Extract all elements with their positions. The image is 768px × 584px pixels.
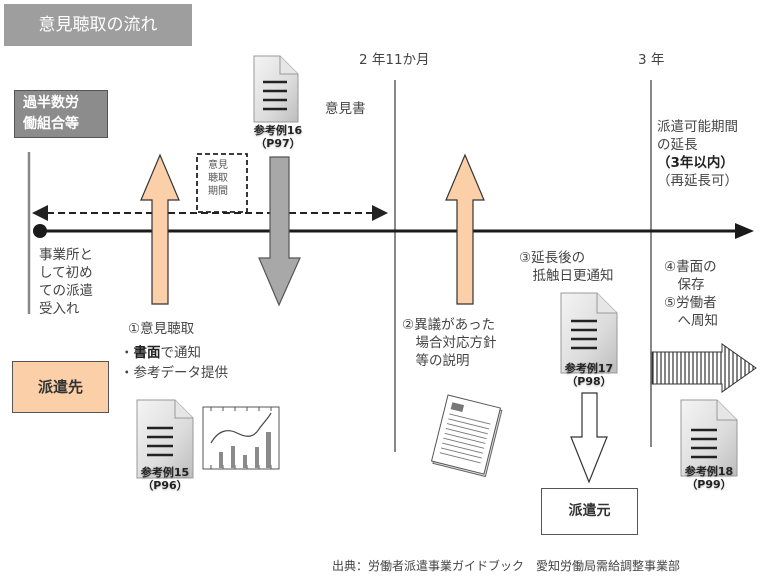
- bullet-mark: ・: [120, 365, 134, 381]
- chart-icon: [202, 406, 280, 470]
- doc-caption-p98: 参考例17 （P98）: [557, 362, 621, 388]
- step45-line2: 保存: [664, 277, 705, 293]
- timeline-start-dot: [33, 224, 47, 238]
- step1-bullet1-rest: で通知: [160, 345, 202, 361]
- marker-3y-label: 3 年: [638, 52, 665, 68]
- worker-notice-right-arrow: [651, 343, 757, 393]
- diagram-title: 意見聴取の流れ: [4, 4, 192, 46]
- step1-bullet2-text: 参考データ提供: [133, 365, 229, 381]
- step45-line1: ④書面の: [664, 259, 717, 275]
- extension-line3: （3年以内）: [657, 155, 734, 171]
- document-icon-p97: [253, 55, 299, 123]
- union-label-line1: 過半数労: [23, 95, 79, 111]
- doc-name-15: 参考例15: [140, 466, 190, 479]
- step1-bullet1: ・書面で通知: [120, 344, 201, 362]
- paper-stack-icon: [430, 394, 503, 478]
- union-label-line2: 働組合等: [23, 116, 79, 132]
- doc-page-97: （P97）: [255, 137, 301, 150]
- document-icon-p96: [136, 399, 194, 479]
- extension-line2: の延長: [657, 137, 698, 153]
- step1-bullet2: ・参考データ提供: [120, 364, 228, 382]
- doc-page-98: （P98）: [566, 375, 612, 388]
- doc-caption-p99: 参考例18 （P99）: [677, 465, 741, 491]
- doc-page-96: （P96）: [142, 479, 188, 492]
- source-credit: 出典：労働者派遣事業ガイドブック 愛知労働局需給調整事業部: [332, 559, 681, 573]
- start-label-line2: して初め: [39, 265, 93, 281]
- start-label-line1: 事業所と: [39, 247, 93, 263]
- step2-text: ②異議があった 場合対応方針 等の説明: [402, 316, 497, 370]
- start-label-line4: 受入れ: [39, 301, 80, 317]
- extension-text: 派遣可能期間 の延長 （3年以内） （再延長可）: [657, 118, 738, 190]
- step3-line1: ③延長後の: [519, 250, 586, 266]
- majority-union-box: 過半数労 働組合等: [14, 90, 108, 138]
- period-box-label: 意見 聴取 期間: [208, 159, 228, 198]
- step1-bullet1-bold: 書面: [133, 345, 161, 361]
- opinion-hearing-up-arrow: [140, 153, 180, 305]
- notify-dispatcher-down-arrow: [570, 392, 608, 484]
- doc-name-17: 参考例17: [564, 362, 614, 375]
- step1-title: ①意見聴取: [128, 321, 195, 337]
- step45-line3: ⑤労働者: [664, 295, 717, 311]
- dispatcher-company-box: 派遣元: [541, 488, 638, 535]
- timeline-arrowhead: [735, 223, 754, 239]
- step2-line1: ②異議があった: [402, 317, 496, 333]
- step3-line2: 抵触日更通知: [519, 268, 614, 284]
- doc-page-99: （P99）: [686, 478, 732, 491]
- timeline-start-label: 事業所と して初め ての派遣 受入れ: [39, 246, 93, 318]
- opinion-document-label: 意見書: [325, 101, 366, 117]
- step2-line2: 場合対応方針: [402, 335, 497, 351]
- period-box-line3: 期間: [208, 186, 228, 197]
- marker-2y11m-label: 2 年11か月: [359, 52, 430, 68]
- doc-caption-p97: 参考例16 （P97）: [248, 124, 308, 150]
- step45-line4: へ周知: [664, 313, 718, 329]
- step3-text: ③延長後の 抵触日更通知: [519, 249, 614, 285]
- extension-line1: 派遣可能期間: [657, 119, 738, 135]
- period-box-line2: 聴取: [208, 173, 228, 184]
- bullet-mark: ・: [120, 345, 134, 361]
- doc-name-16: 参考例16: [253, 124, 303, 137]
- period-box-outline: [196, 153, 248, 213]
- step45-text: ④書面の 保存 ⑤労働者 へ周知: [664, 258, 718, 330]
- opinion-document-down-arrow: [258, 156, 301, 307]
- client-company-box: 派遣先: [12, 361, 109, 413]
- doc-caption-p96: 参考例15 （P96）: [133, 466, 197, 492]
- step2-line3: 等の説明: [402, 353, 470, 369]
- extension-line4: （再延長可）: [657, 173, 738, 189]
- start-label-line3: ての派遣: [39, 283, 93, 299]
- period-box-line1: 意見: [208, 160, 228, 171]
- doc-name-18: 参考例18: [684, 465, 734, 478]
- explanation-up-arrow: [445, 153, 485, 305]
- document-icon-p99: [680, 399, 738, 477]
- document-icon-p98: [560, 292, 618, 374]
